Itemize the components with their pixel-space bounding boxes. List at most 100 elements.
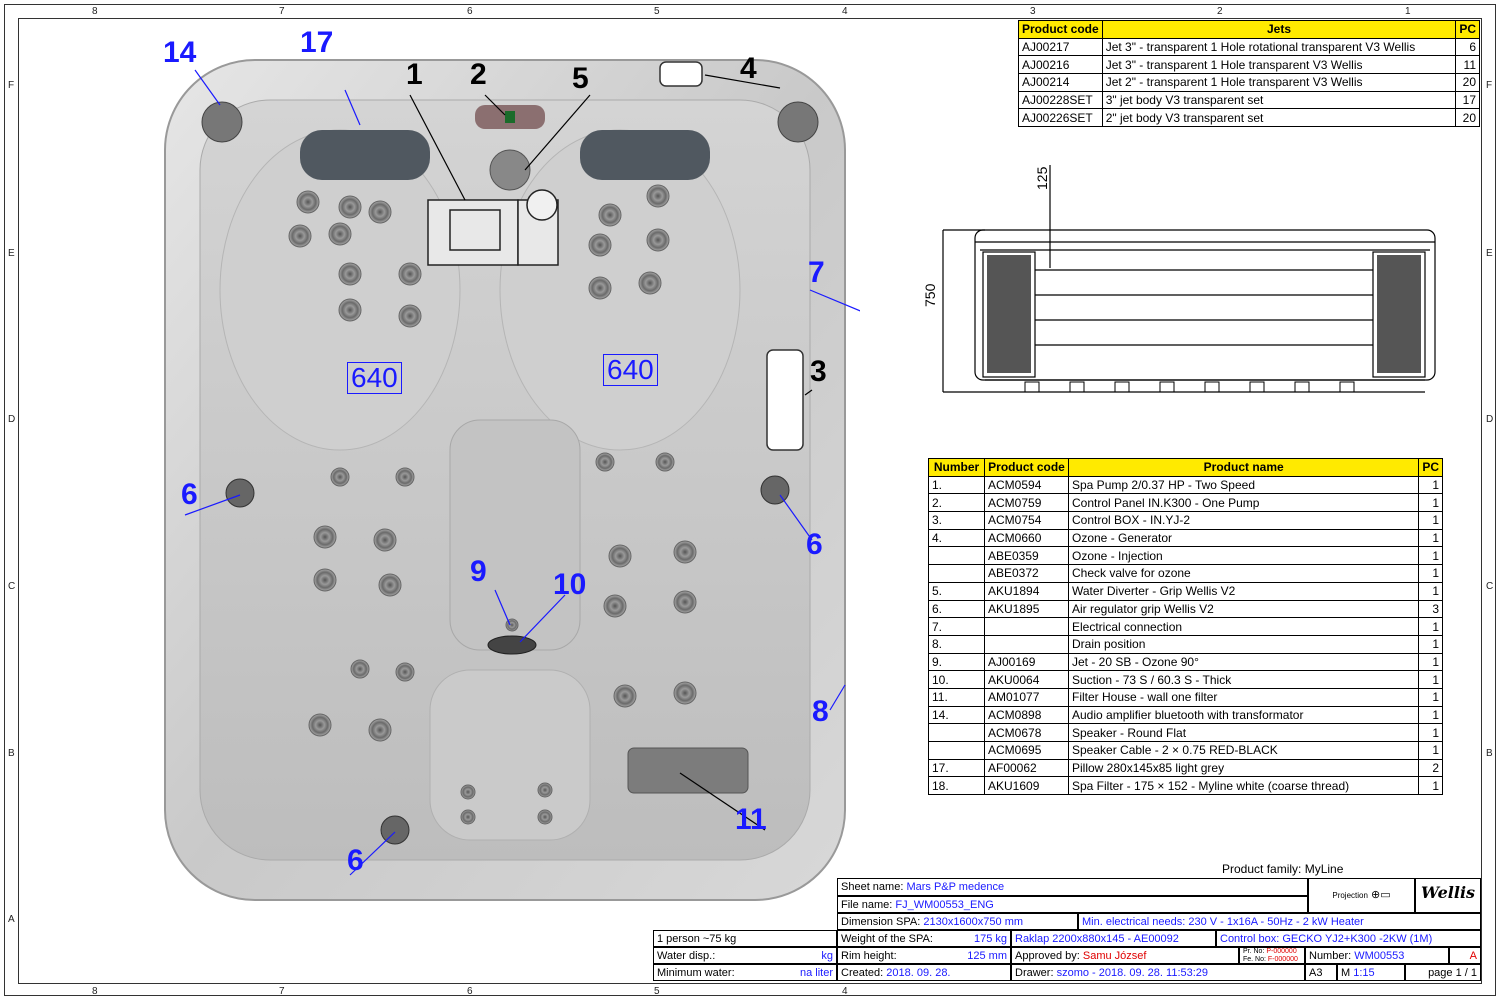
file-name-row: File name: FJ_WM00553_ENG — [837, 896, 1308, 913]
leader-6b — [779, 494, 813, 541]
cell: AJ00226SET — [1018, 108, 1103, 128]
zone-bottom-8: 8 — [92, 986, 98, 997]
zone-right-E: E — [1486, 248, 1493, 259]
min-water-label: Minimum water: — [657, 967, 735, 979]
zone-left-E: E — [8, 248, 15, 259]
approved-label: Approved by: — [1015, 950, 1080, 962]
leader-6c — [349, 831, 396, 876]
callout-6-bottom: 6 — [347, 844, 364, 877]
projection-icon: ⊕▭ — [1371, 889, 1391, 901]
cell: Drain position — [1067, 634, 1420, 654]
seat-depth-left: 640 — [347, 362, 402, 394]
jets-header-jets: Jets — [1101, 20, 1457, 39]
cell: Speaker Cable - 2 × 0.75 RED-BLACK — [1067, 741, 1420, 760]
page-number: page 1 / 1 — [1405, 964, 1481, 981]
file-name-label: File name: — [841, 899, 893, 911]
cell: 1 — [1418, 634, 1443, 654]
cell: 2. — [928, 493, 985, 513]
cell: ACM0759 — [984, 493, 1069, 513]
cell: AKU1894 — [984, 581, 1069, 601]
cell: AJ00214 — [1018, 73, 1103, 92]
cell: 1 — [1418, 528, 1443, 548]
callout-6-right: 6 — [806, 528, 823, 561]
cell: 1 — [1418, 475, 1443, 495]
water-disp-row: Water disp.: kg — [653, 947, 837, 964]
cell: AJ00169 — [984, 652, 1069, 672]
zone-top-8: 8 — [92, 6, 98, 17]
zone-top-6: 6 — [467, 6, 473, 17]
cell: AJ00228SET — [1018, 90, 1103, 110]
dimension-height: 750 — [922, 283, 938, 307]
air-regulator-right — [760, 475, 790, 505]
callout-3: 3 — [810, 355, 827, 388]
spa-side-view — [942, 165, 1436, 393]
cell: Control BOX - IN.YJ-2 — [1067, 511, 1420, 530]
cell: Air regulator grip Wellis V2 — [1067, 599, 1420, 619]
cell: 1 — [1418, 741, 1443, 760]
cell: Jet 2" - transparent 1 Hole transparent … — [1101, 73, 1457, 92]
number-value: WM00553 — [1354, 950, 1405, 962]
cell: AM01077 — [984, 687, 1069, 707]
cell: 14. — [928, 705, 985, 725]
air-regulator-left — [225, 478, 255, 508]
callout-6-left: 6 — [181, 478, 198, 511]
cell: Spa Filter - 175 × 152 - Myline white (c… — [1067, 776, 1420, 796]
cell: 1 — [1418, 511, 1443, 530]
jets-header-code: Product code — [1018, 20, 1103, 39]
scale-value: 1:15 — [1353, 967, 1375, 979]
cell: 17 — [1455, 90, 1480, 110]
cell: Water Diverter - Grip Wellis V2 — [1067, 581, 1420, 601]
cell: Jet - 20 SB - Ozone 90° — [1067, 652, 1420, 672]
fe-no-label: Fe. No: — [1243, 956, 1266, 963]
fe-no: F-000000 — [1267, 956, 1298, 963]
cell: 1 — [1418, 652, 1443, 672]
parts-header-code: Product code — [984, 458, 1069, 477]
cell: ABE0359 — [984, 546, 1069, 566]
cell — [928, 564, 985, 583]
control-box-row: Control box: GECKO YJ2+K300 -2KW (1M) — [1216, 930, 1481, 947]
projection-label: Projection — [1332, 891, 1368, 900]
rim-height-label: Rim height: — [841, 950, 897, 962]
zone-top-3: 3 — [1030, 6, 1036, 17]
cell: 1 — [1418, 723, 1443, 742]
zone-top-5: 5 — [654, 6, 660, 17]
cell: Spa Pump 2/0.37 HP - Two Speed — [1067, 475, 1420, 495]
scale-label: M — [1341, 967, 1351, 979]
product-family: Product family: MyLine — [1222, 862, 1344, 876]
weight-value: 175 kg — [973, 933, 1007, 945]
cell — [928, 723, 985, 742]
leader-8 — [829, 684, 846, 711]
cell: AKU1895 — [984, 599, 1069, 619]
pr-no-label: Pr. No: — [1243, 948, 1265, 955]
cell: 1 — [1418, 546, 1443, 566]
drawing-frame — [4, 4, 1496, 996]
callout-14: 14 — [163, 36, 197, 69]
pillow-right — [580, 130, 710, 180]
leader-6a — [184, 494, 241, 516]
ozone-generator — [659, 61, 703, 87]
leader-2 — [484, 94, 506, 116]
cell: Filter House - wall one filter — [1067, 687, 1420, 707]
speaker-right — [777, 101, 819, 143]
cell: 3 — [1418, 599, 1443, 619]
pr-fe-numbers: Pr. No: P-000000 Fe. No: F-000000 — [1239, 947, 1305, 964]
callout-2: 2 — [470, 58, 487, 91]
cell: Electrical connection — [1067, 617, 1420, 636]
water-diverter — [489, 149, 531, 191]
leader-14 — [194, 69, 221, 106]
cell: Jet 3" - transparent 1 Hole rotational t… — [1101, 37, 1457, 57]
scale-row: M 1:15 — [1337, 964, 1405, 981]
